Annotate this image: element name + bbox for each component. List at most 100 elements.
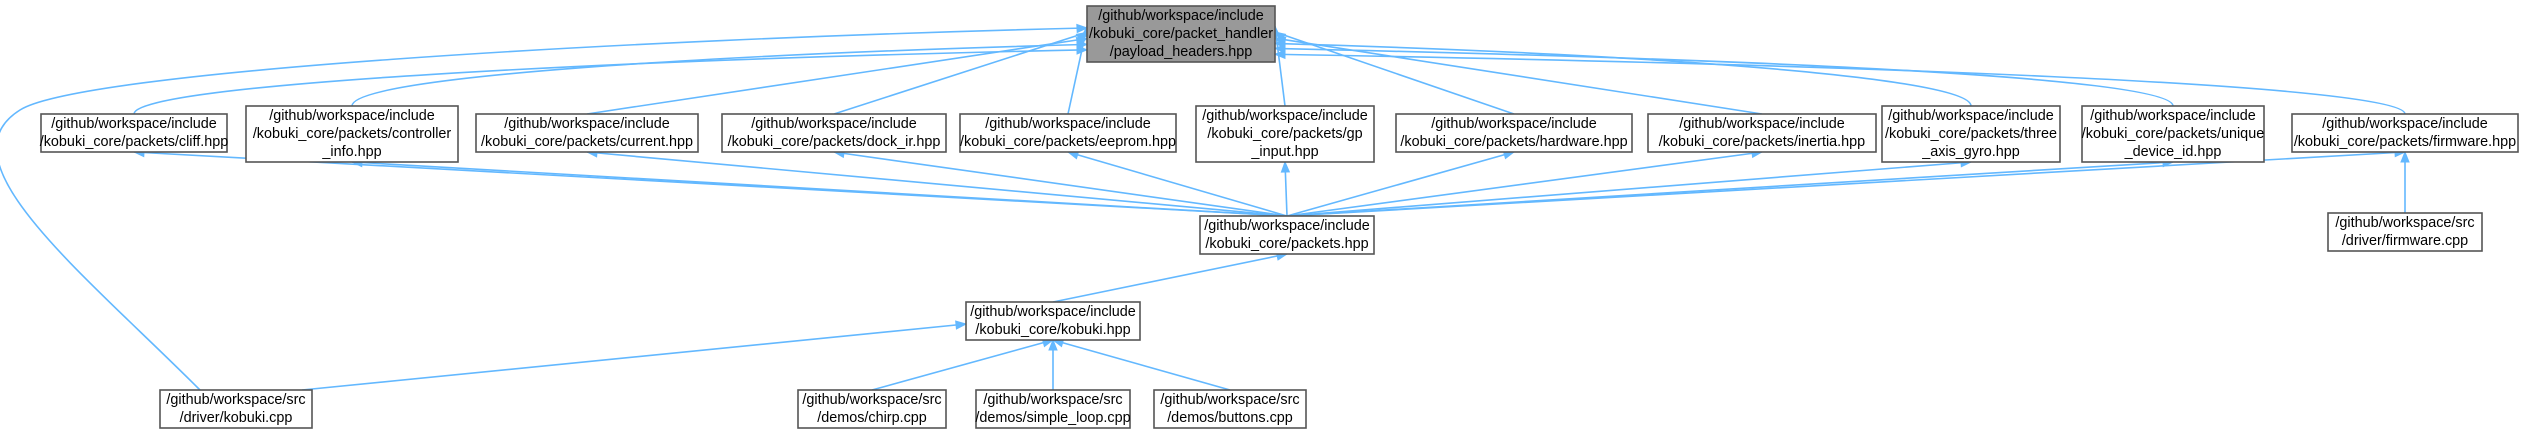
node-label-line: /payload_headers.hpp xyxy=(1110,44,1252,60)
node-unique-device-id[interactable]: /github/workspace/include/kobuki_core/pa… xyxy=(2081,105,2265,163)
edge-firmware-cpp-to-firmware-hpp xyxy=(2400,150,2410,213)
node-box xyxy=(1153,389,1307,429)
node-label-line: _info.hpp xyxy=(321,144,381,160)
node-label-line: /demos/buttons.cpp xyxy=(1167,410,1293,426)
node-box xyxy=(797,389,947,429)
node-box xyxy=(245,105,459,163)
node-buttons[interactable]: /github/workspace/src/demos/buttons.cpp xyxy=(1153,389,1307,429)
arrowhead xyxy=(1048,338,1058,351)
node-driver-kobuki[interactable]: /github/workspace/src/driver/kobuki.cpp xyxy=(159,389,313,429)
edge-inertia-to-payload-headers xyxy=(1273,36,1763,115)
node-label-line: /github/workspace/include xyxy=(1888,108,2054,124)
edge-kobuki-hpp-to-packets-hpp xyxy=(1052,251,1289,303)
node-box xyxy=(1195,105,1375,163)
nodes-layer: /github/workspace/include/kobuki_core/pa… xyxy=(40,5,2519,429)
node-label-line: /github/workspace/include xyxy=(985,116,1151,132)
node-label-line: /kobuki_core/packets/firmware.hpp xyxy=(2294,134,2516,150)
node-eeprom[interactable]: /github/workspace/include/kobuki_core/pa… xyxy=(959,113,1177,153)
edge-line xyxy=(833,151,1288,217)
edge-line xyxy=(1274,53,2406,115)
node-controller-info[interactable]: /github/workspace/include/kobuki_core/pa… xyxy=(245,105,459,163)
arrowhead xyxy=(955,320,968,330)
edge-line xyxy=(0,27,1086,391)
node-simple-loop[interactable]: /github/workspace/src/demos/simple_loop.… xyxy=(975,389,1131,429)
node-label-line: /github/workspace/src xyxy=(166,392,305,408)
node-label-line: /github/workspace/include xyxy=(269,108,435,124)
node-label-line: /kobuki_core/packets/current.hpp xyxy=(481,134,693,150)
node-label-line: /github/workspace/src xyxy=(983,392,1122,408)
arrowhead xyxy=(1280,160,1291,173)
edges-layer xyxy=(0,23,2410,391)
edge-driver-kobuki-to-payload-headers xyxy=(0,23,1089,391)
node-three-axis-gyro[interactable]: /github/workspace/include/kobuki_core/pa… xyxy=(1881,105,2061,163)
node-label-line: /github/workspace/include xyxy=(2322,116,2488,132)
node-dock-ir[interactable]: /github/workspace/include/kobuki_core/pa… xyxy=(721,113,947,153)
node-label-line: /github/workspace/include xyxy=(1202,108,1368,124)
node-box xyxy=(40,113,228,153)
node-label-line: /driver/kobuki.cpp xyxy=(180,410,293,426)
node-label-line: /kobuki_core/packets/hardware.hpp xyxy=(1400,134,1627,150)
arrowhead xyxy=(1273,49,1286,60)
node-firmware-hpp[interactable]: /github/workspace/include/kobuki_core/pa… xyxy=(2291,113,2519,153)
node-payload-headers: /github/workspace/include/kobuki_core/pa… xyxy=(1086,5,1276,63)
edge-firmware-hpp-to-payload-headers xyxy=(1273,49,2406,115)
edge-line xyxy=(351,161,1288,217)
arrowhead xyxy=(2400,150,2410,163)
node-label-line: /driver/firmware.cpp xyxy=(2342,233,2468,249)
node-label-line: /github/workspace/src xyxy=(1160,392,1299,408)
edge-dock-ir-to-payload-headers xyxy=(833,31,1089,115)
edge-simple-loop-to-kobuki-hpp xyxy=(1048,338,1058,390)
edge-line xyxy=(1286,151,1763,217)
node-box xyxy=(159,389,313,429)
edge-line xyxy=(1274,31,1515,115)
node-box xyxy=(2327,212,2483,252)
node-cliff[interactable]: /github/workspace/include/kobuki_core/pa… xyxy=(40,113,229,153)
node-inertia[interactable]: /github/workspace/include/kobuki_core/pa… xyxy=(1647,113,1877,153)
edge-packets-hpp-to-controller-info xyxy=(350,157,1288,217)
node-label-line: /github/workspace/include xyxy=(504,116,670,132)
edge-line xyxy=(351,43,1088,107)
node-label-line: /github/workspace/include xyxy=(51,116,217,132)
node-label-line: /kobuki_core/packets/controller xyxy=(253,126,452,142)
edge-line xyxy=(133,49,1088,115)
node-box xyxy=(1881,105,2061,163)
node-label-line: /github/workspace/include xyxy=(1431,116,1597,132)
node-label-line: /kobuki_core/packets/gp xyxy=(1207,126,1362,142)
node-box xyxy=(959,113,1177,153)
edge-cliff-to-payload-headers xyxy=(133,45,1089,115)
node-chirp[interactable]: /github/workspace/src/demos/chirp.cpp xyxy=(797,389,947,429)
node-label-line: /github/workspace/src xyxy=(802,392,941,408)
edge-line xyxy=(301,323,967,391)
node-box xyxy=(1199,215,1375,255)
node-hardware[interactable]: /github/workspace/include/kobuki_core/pa… xyxy=(1395,113,1633,153)
edge-line xyxy=(586,151,1288,217)
arrowhead xyxy=(1076,23,1089,34)
node-label-line: /kobuki_core/packet_handler xyxy=(1089,26,1273,42)
node-box xyxy=(2291,113,2519,153)
arrowhead xyxy=(1273,43,1286,54)
edge-line xyxy=(1286,161,1972,217)
node-box xyxy=(1086,5,1276,63)
edge-driver-kobuki-to-kobuki-hpp xyxy=(301,320,968,391)
node-label-line: /kobuki_core/packets/eeprom.hpp xyxy=(960,134,1176,150)
node-gp-input[interactable]: /github/workspace/include/kobuki_core/pa… xyxy=(1195,105,1375,163)
node-kobuki-hpp[interactable]: /github/workspace/include/kobuki_core/ko… xyxy=(965,301,1141,341)
node-label-line: /kobuki_core/packets/cliff.hpp xyxy=(40,134,229,150)
node-label-line: /kobuki_core/packets/dock_ir.hpp xyxy=(728,134,941,150)
node-current[interactable]: /github/workspace/include/kobuki_core/pa… xyxy=(475,113,699,153)
edge-chirp-to-kobuki-hpp xyxy=(871,338,1055,391)
node-label-line: /github/workspace/src xyxy=(2335,215,2474,231)
node-label-line: /github/workspace/include xyxy=(1679,116,1845,132)
node-firmware-cpp[interactable]: /github/workspace/src/driver/firmware.cp… xyxy=(2327,212,2483,252)
edge-line xyxy=(586,37,1088,115)
node-packets-hpp[interactable]: /github/workspace/include/kobuki_core/pa… xyxy=(1199,215,1375,255)
edge-current-to-payload-headers xyxy=(586,36,1089,115)
node-label-line: /demos/chirp.cpp xyxy=(817,410,927,426)
edge-line xyxy=(871,339,1054,391)
node-label-line: /github/workspace/include xyxy=(2090,108,2256,124)
node-box xyxy=(965,301,1141,341)
edge-line xyxy=(1067,151,1288,217)
edge-line xyxy=(1286,151,1515,217)
node-label-line: _device_id.hpp xyxy=(2124,144,2222,160)
